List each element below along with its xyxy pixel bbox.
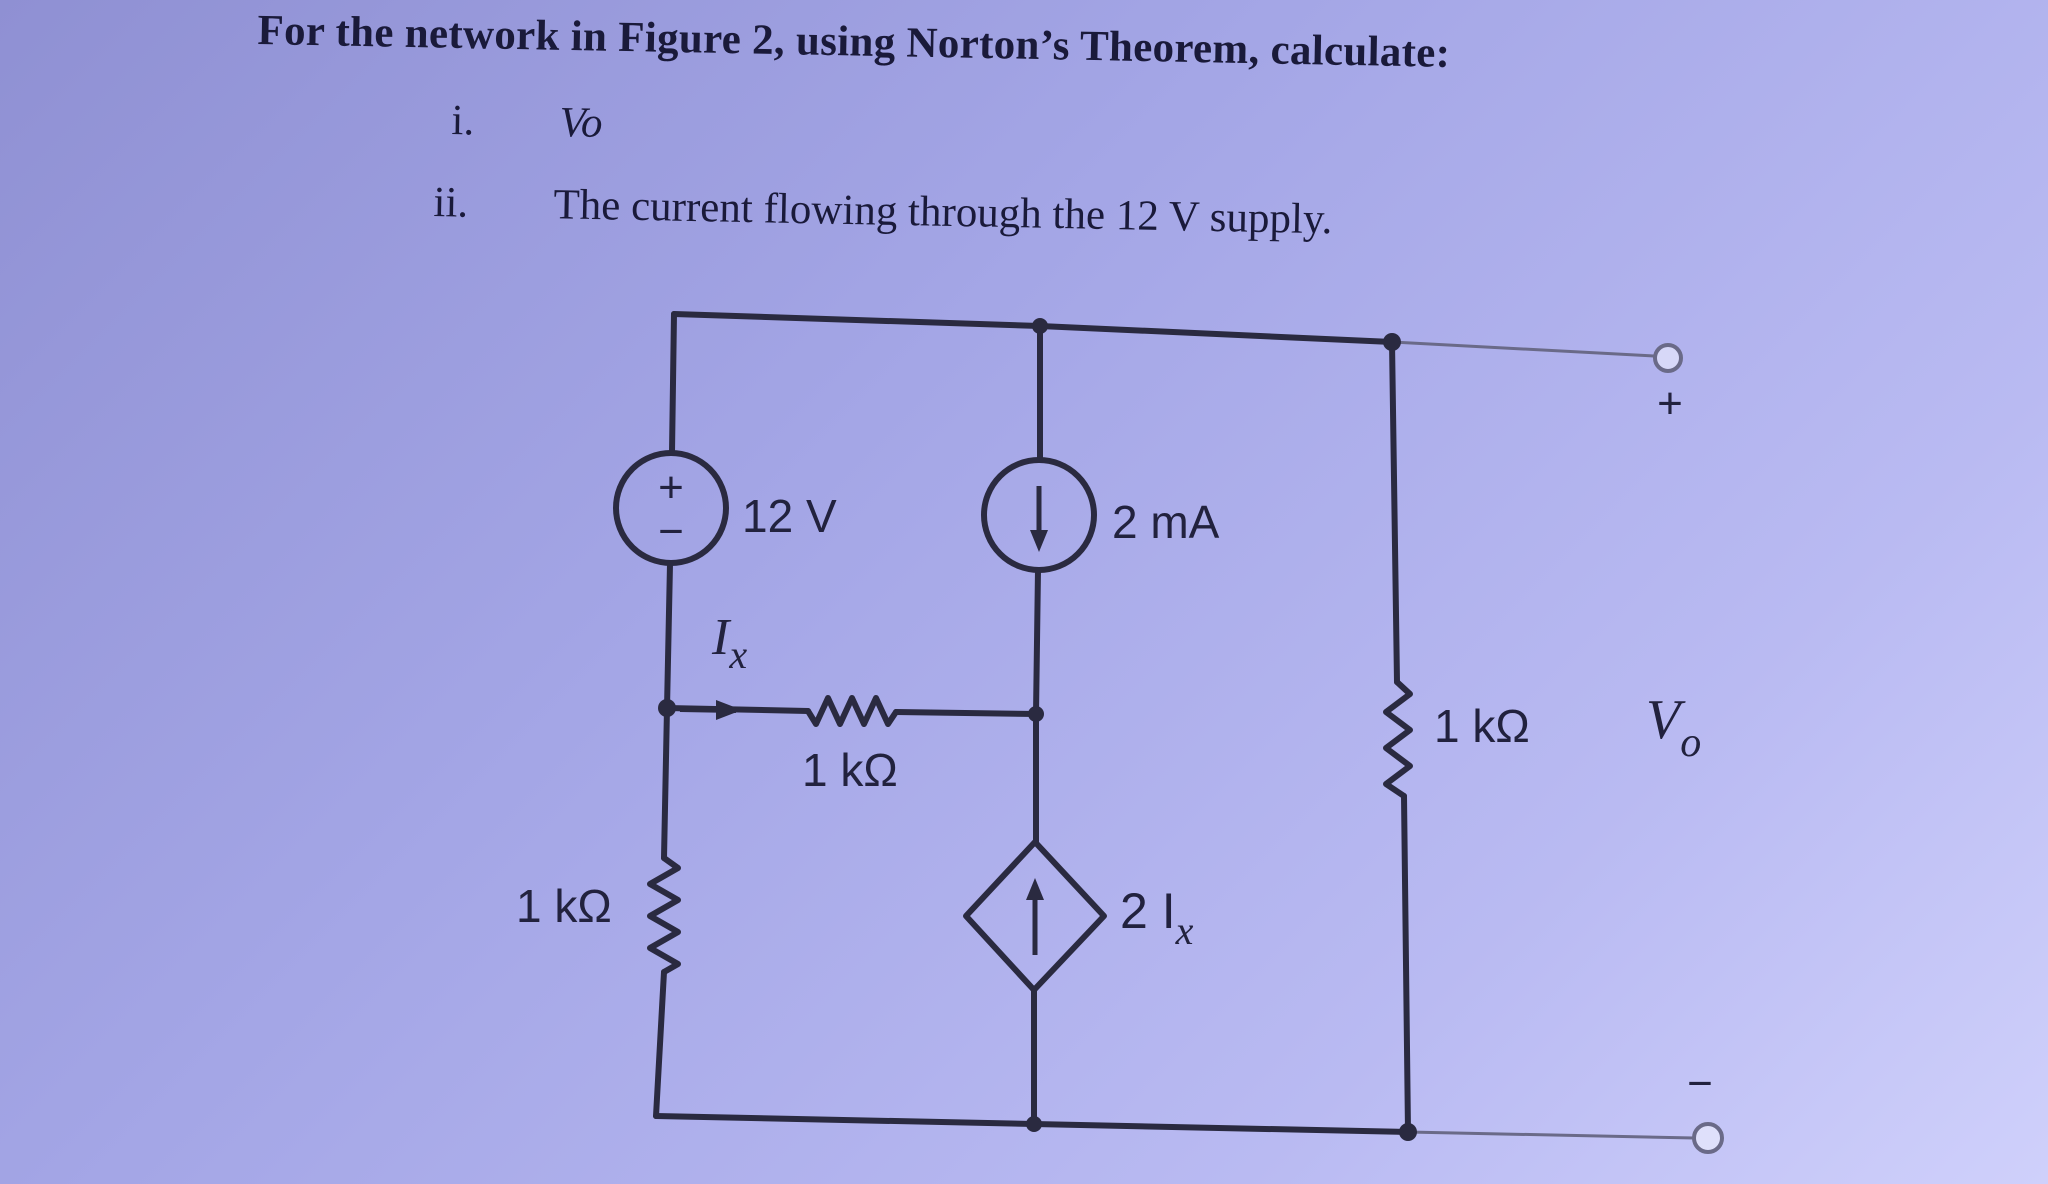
left-branch-mid-wire: [664, 561, 673, 711]
output-voltage-label: Vo: [1646, 689, 1701, 766]
voltage-source-label: 12 V: [742, 490, 837, 542]
left-branch-top-wire: [669, 311, 677, 455]
node-top-middle: [1032, 318, 1048, 334]
ix-current-arrow: [679, 700, 742, 720]
output-top-wire: [1391, 340, 1655, 358]
middle-resistor-label: 1 kΩ: [802, 744, 898, 796]
voltage-source-12v: + −: [613, 450, 729, 566]
current-source-2ma: [981, 457, 1097, 573]
arrow-up-icon: [1026, 878, 1044, 900]
left-branch-bottom-wire: [653, 969, 667, 1119]
arrow-down-icon: [1030, 530, 1048, 552]
right-branch-bottom-wire: [1401, 793, 1411, 1135]
right-resistor-label: 1 kΩ: [1434, 700, 1530, 752]
middle-resistor-right-wire: [893, 709, 1039, 717]
voltage-source-minus-sign: −: [658, 507, 684, 556]
output-terminal-top: [1653, 343, 1683, 373]
dependent-current-source: [963, 839, 1107, 993]
middle-resistor-zigzag: [805, 695, 899, 727]
output-bottom-wire: [1407, 1130, 1695, 1140]
node-bottom-right: [1399, 1123, 1417, 1141]
node-bottom-middle: [1026, 1116, 1042, 1132]
node-center: [1028, 706, 1044, 722]
output-plus-sign: +: [1657, 379, 1683, 428]
left-resistor-label: 1 kΩ: [516, 880, 612, 932]
middle-branch-mid-wire: [1033, 567, 1041, 717]
node-top-right: [1383, 333, 1401, 351]
current-source-label: 2 mA: [1112, 496, 1220, 548]
right-branch-top-wire: [1389, 339, 1400, 685]
node-left-middle: [658, 699, 676, 717]
output-terminal-bottom: [1692, 1122, 1724, 1154]
left-branch-lower-wire: [661, 705, 670, 861]
output-minus-sign: −: [1687, 1059, 1713, 1108]
voltage-source-plus-sign: +: [658, 463, 684, 512]
dependent-source-label: 2 Ix: [1120, 883, 1194, 953]
right-resistor-zigzag: [1383, 679, 1413, 799]
ix-current-label: Ix: [711, 609, 747, 677]
left-resistor-zigzag: [647, 855, 681, 975]
